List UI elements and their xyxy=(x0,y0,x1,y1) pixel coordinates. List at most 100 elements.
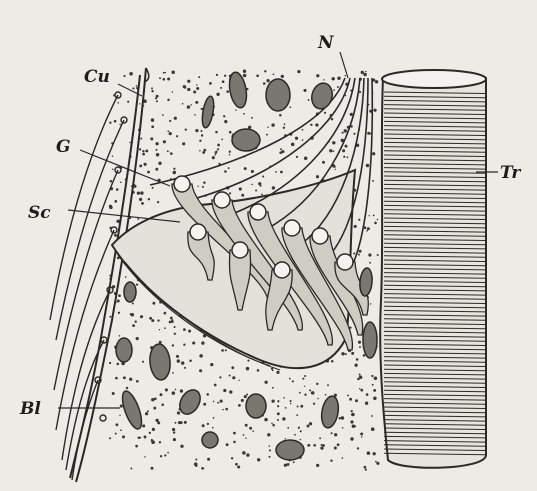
stipple-dot xyxy=(117,363,120,366)
stipple-dot xyxy=(126,387,128,389)
stipple-dot xyxy=(344,129,348,133)
stipple-dot xyxy=(284,464,287,467)
stipple-dot xyxy=(193,90,196,93)
stipple-dot xyxy=(246,367,250,371)
stipple-dot xyxy=(164,327,166,329)
stipple-dot xyxy=(120,429,122,431)
stipple-dot xyxy=(264,381,267,384)
stipple-dot xyxy=(337,443,340,446)
stipple-dot xyxy=(135,445,138,448)
stipple-dot xyxy=(366,393,369,396)
stipple-dot xyxy=(374,109,377,112)
stipple-dot xyxy=(151,125,154,128)
stipple-dot xyxy=(267,126,268,127)
stipple-dot xyxy=(214,154,216,156)
stipple-dot xyxy=(210,363,213,366)
stipple-dot xyxy=(341,416,344,419)
stipple-dot xyxy=(167,150,169,152)
stipple-dot xyxy=(172,91,174,93)
stipple-dot xyxy=(367,227,370,230)
stipple-dot xyxy=(313,403,315,405)
stipple-dot xyxy=(344,75,345,76)
stipple-dot xyxy=(373,397,377,401)
stipple-dot xyxy=(123,376,126,379)
trachea-opening xyxy=(382,70,486,88)
stipple-dot xyxy=(296,414,298,416)
stipple-dot xyxy=(202,151,205,154)
stipple-dot xyxy=(202,186,204,188)
stipple-dot xyxy=(148,198,150,200)
stipple-dot xyxy=(369,262,371,264)
stipple-dot xyxy=(267,433,270,436)
stipple-dot xyxy=(251,184,252,185)
stipple-dot xyxy=(282,417,285,420)
stipple-dot xyxy=(182,103,184,105)
ganglion-nucleus xyxy=(250,204,266,220)
stipple-dot xyxy=(129,72,133,76)
stipple-dot xyxy=(151,118,154,121)
stipple-dot xyxy=(159,77,161,79)
stipple-dot xyxy=(119,415,120,416)
stipple-dot xyxy=(184,421,187,424)
stipple-dot xyxy=(171,319,173,321)
stipple-dot xyxy=(316,464,319,467)
stipple-dot xyxy=(123,75,125,77)
stipple-dot xyxy=(266,134,268,136)
stipple-dot xyxy=(366,230,368,232)
stipple-dot xyxy=(358,254,360,256)
stipple-dot xyxy=(311,391,315,395)
stipple-dot xyxy=(112,156,113,157)
stipple-dot xyxy=(165,72,167,74)
stipple-dot xyxy=(118,294,121,297)
stipple-dot xyxy=(269,449,271,451)
stipple-dot xyxy=(195,129,198,132)
stipple-dot xyxy=(167,78,170,81)
stipple-dot xyxy=(263,82,266,85)
stipple-dot xyxy=(155,97,157,99)
stipple-dot xyxy=(330,459,332,461)
stipple-dot xyxy=(201,134,203,136)
stipple-dot xyxy=(198,76,200,78)
stipple-dot xyxy=(293,461,295,463)
stipple-dot xyxy=(187,80,190,83)
stipple-dot xyxy=(247,360,249,362)
stipple-dot xyxy=(150,137,153,140)
stipple-dot xyxy=(114,234,117,237)
stipple-dot xyxy=(365,402,368,405)
stipple-dot xyxy=(207,458,210,461)
stipple-dot xyxy=(207,423,209,425)
stipple-dot xyxy=(373,452,376,455)
stipple-dot xyxy=(331,118,334,121)
stipple-dot xyxy=(136,85,138,87)
stipple-dot xyxy=(285,407,287,409)
stipple-dot xyxy=(195,465,197,467)
stipple-dot xyxy=(347,394,349,396)
blood-cell xyxy=(266,79,290,111)
stipple-dot xyxy=(251,117,253,119)
stipple-dot xyxy=(118,312,120,314)
stipple-dot xyxy=(241,194,244,197)
blood-cell xyxy=(116,338,132,362)
blood-cell xyxy=(246,394,266,418)
stipple-dot xyxy=(353,133,355,135)
stipple-dot xyxy=(260,185,262,187)
stipple-dot xyxy=(212,427,214,429)
stipple-dot xyxy=(195,101,198,104)
stipple-dot xyxy=(114,120,117,123)
stipple-dot xyxy=(304,375,306,377)
stipple-dot xyxy=(235,109,237,111)
stipple-dot xyxy=(271,123,274,126)
stipple-dot xyxy=(245,438,246,439)
stipple-dot xyxy=(224,75,226,77)
stipple-dot xyxy=(374,222,377,225)
stipple-dot xyxy=(209,82,212,85)
stipple-dot xyxy=(115,433,117,435)
stipple-dot xyxy=(159,341,162,344)
stipple-dot xyxy=(235,463,238,466)
stipple-dot xyxy=(142,424,145,427)
stipple-dot xyxy=(356,358,359,361)
stipple-dot xyxy=(372,180,374,182)
label-g: G xyxy=(56,137,71,157)
ganglion-nucleus xyxy=(312,228,328,244)
